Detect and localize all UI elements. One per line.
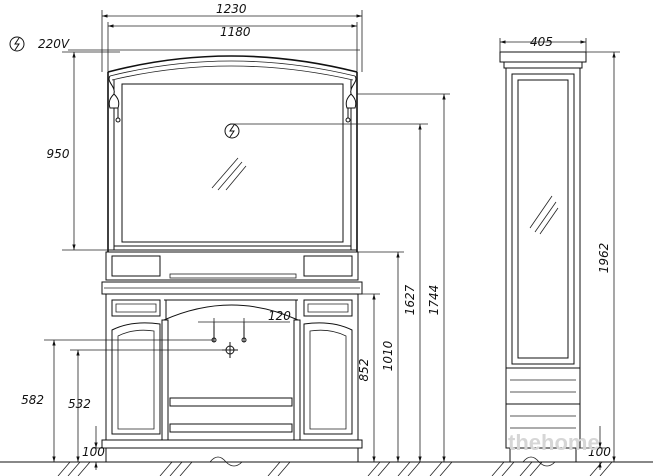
tap-markers (211, 322, 247, 358)
voltage-label: 220V (38, 37, 70, 51)
right-lamp (345, 75, 357, 123)
dim-tap-offset: 120 (268, 309, 291, 323)
dim-column-height: 1962 (597, 243, 611, 274)
vanity-cabinet (101, 251, 363, 463)
dim-mirror-outer-width: 1230 (216, 2, 247, 16)
watermark: thehome (508, 430, 600, 455)
power-socket-icon (9, 36, 25, 52)
dim-plinth-height-left: 100 (82, 445, 105, 459)
dim-drain-height-2: 532 (68, 397, 91, 411)
dimension-lines (44, 10, 620, 470)
floor-line (0, 456, 653, 476)
dim-mirror-height: 950 (47, 147, 70, 161)
dim-drain-height-1: 582 (21, 393, 44, 407)
dim-total-height: 1744 (427, 285, 441, 316)
dim-cabinet-top-height: 1010 (381, 340, 395, 371)
dim-socket-height: 1627 (403, 284, 417, 315)
dim-column-width: 405 (530, 35, 553, 49)
column-cabinet (499, 51, 587, 463)
left-lamp (108, 75, 121, 123)
dim-plinth-height-right: 100 (588, 445, 611, 459)
mirror-socket-icon (224, 123, 240, 139)
dim-mirror-inner-width: 1180 (220, 25, 251, 39)
dim-counter-height: 852 (357, 359, 371, 382)
mirror (107, 55, 358, 252)
